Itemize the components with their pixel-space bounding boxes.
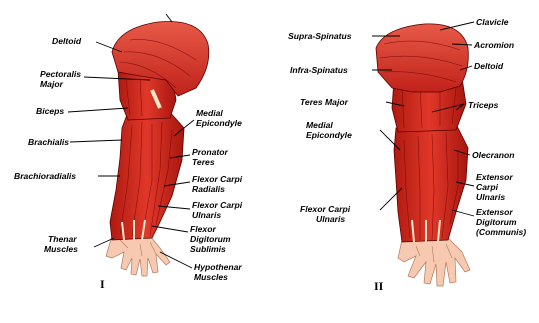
label-fcr-line1: Flexor Carpi — [192, 174, 243, 184]
label-pectoralis-line1: Pectoralis — [40, 69, 81, 79]
label-edc-line3: (Communis) — [476, 227, 526, 237]
label-infra-spinatus: Infra-Spinatus — [290, 65, 348, 75]
label-fcr-line2: Radialis — [192, 184, 225, 194]
label-medial-epicondyle-r-line2: Epicondyle — [306, 130, 352, 140]
left-hand — [106, 236, 170, 276]
label-hypothenar-line2: Muscles — [194, 272, 228, 282]
label-edc-line2: Digitorum — [476, 217, 517, 227]
label-edc-line1: Extensor — [476, 207, 513, 217]
label-acromion: Acromion — [473, 40, 514, 50]
label-biceps: Biceps — [36, 106, 64, 116]
right-forearm-muscles — [394, 120, 468, 242]
label-pronator-teres-line1: Pronator — [192, 147, 228, 157]
figure-numeral-right: II — [374, 279, 384, 293]
label-brachioradialis: Brachioradialis — [14, 171, 76, 181]
label-medial-epicondyle-line1: Medial — [196, 108, 223, 118]
label-thenar-line1: Thenar — [48, 234, 77, 244]
arm-posterior-view — [376, 24, 470, 286]
label-ecu-line1: Extensor — [476, 172, 513, 182]
label-fds-line3: Sublimis — [190, 244, 226, 254]
label-medial-epicondyle-r-line1: Medial — [306, 120, 333, 130]
label-hypothenar-line1: Hypothenar — [194, 262, 242, 272]
label-fcu-r-line1: Flexor Carpi — [300, 204, 351, 214]
label-fcu-line2: Ulnaris — [192, 210, 221, 220]
label-ecu-line3: Ulnaris — [476, 192, 505, 202]
label-triceps: Triceps — [468, 100, 499, 110]
label-clavicle: Clavicle — [476, 17, 509, 27]
label-thenar-line2: Muscles — [44, 244, 78, 254]
label-deltoid: Deltoid — [52, 36, 82, 46]
label-fcu-r-line2: Ulnaris — [316, 214, 345, 224]
label-fcu-line1: Flexor Carpi — [192, 200, 243, 210]
label-pectoralis-line2: Major — [40, 79, 64, 89]
right-hand — [398, 238, 470, 286]
label-supra-spinatus: Supra-Spinatus — [288, 31, 352, 41]
label-olecranon: Olecranon — [472, 150, 515, 160]
figure-numeral-left: I — [100, 277, 105, 291]
label-fds-line2: Digitorum — [190, 234, 231, 244]
label-fds-line1: Flexor — [190, 224, 216, 234]
label-pronator-teres-line2: Teres — [192, 157, 215, 167]
label-medial-epicondyle-line2: Epicondyle — [196, 118, 242, 128]
label-teres-major: Teres Major — [300, 97, 349, 107]
label-deltoid-r: Deltoid — [474, 61, 504, 71]
label-ecu-line2: Carpi — [476, 182, 499, 192]
left-forearm-muscles — [110, 110, 184, 240]
label-brachialis: Brachialis — [28, 137, 69, 147]
